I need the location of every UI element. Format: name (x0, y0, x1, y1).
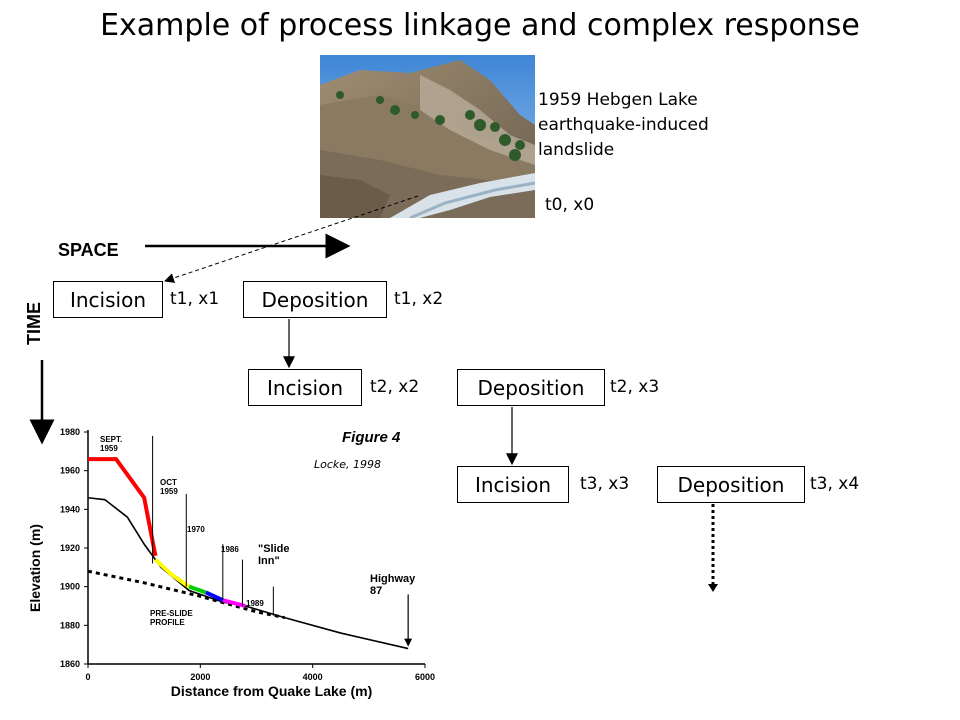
state-label: t2, x2 (370, 377, 420, 397)
space-axis-label: SPACE (58, 240, 119, 260)
highway-arrowhead (404, 638, 413, 647)
1970-overlay (188, 584, 207, 595)
y-tick-label: 1980 (60, 427, 80, 437)
x-tick-label: 0 (85, 672, 90, 682)
highway-87-label: 87 (370, 585, 382, 597)
y-tick-label: 1920 (60, 543, 80, 553)
x-tick-label: 2000 (190, 672, 210, 682)
figure-title: Figure 4 (342, 429, 401, 446)
y-tick-label: 1900 (60, 582, 80, 592)
incision-box: Incision (248, 369, 362, 406)
sept-1959-label: 1959 (100, 444, 118, 453)
oct-1959-label: 1959 (160, 487, 178, 496)
state-label: t1, x2 (394, 289, 444, 309)
incision-box: Incision (53, 281, 163, 318)
oct-1959-label: OCT (160, 478, 177, 487)
figure-citation: Locke, 1998 (314, 458, 381, 471)
slide-inn-label: "Slide (258, 543, 290, 555)
sept-1959-label: SEPT. (100, 435, 122, 444)
photo-caption: 1959 Hebgen Lake earthquake-induced land… (538, 88, 758, 163)
1986-overlay (205, 590, 224, 603)
preslide-profile-label: PRE-SLIDE (150, 609, 193, 618)
y-axis-title: Elevation (m) (27, 524, 43, 612)
1970-label: 1970 (187, 525, 205, 534)
caption-line: 1959 Hebgen Lake (538, 90, 698, 110)
slide-inn-label: Inn" (258, 555, 280, 567)
sept-1959-overlay (88, 457, 158, 557)
x-tick-label: 4000 (303, 672, 323, 682)
deposition-box: Deposition (243, 281, 387, 318)
preslide-profile-line (87, 569, 285, 620)
y-tick-label: 1940 (60, 504, 80, 514)
state-label: t1, x1 (170, 289, 220, 309)
incision-box: Incision (457, 466, 569, 503)
preslide-profile-label: PROFILE (150, 618, 185, 627)
photo-link-arrow (164, 195, 419, 283)
state-label: t3, x4 (810, 474, 860, 494)
y-tick-label: 1960 (60, 466, 80, 476)
1986-label: 1986 (221, 545, 239, 554)
caption-line: earthquake-induced (538, 115, 709, 135)
x-tick-label: 6000 (415, 672, 435, 682)
oct-1959-overlay (154, 558, 191, 589)
state-label-t0-x0: t0, x0 (545, 195, 595, 215)
caption-line: landslide (538, 140, 615, 160)
x-axis-title: Distance from Quake Lake (m) (171, 683, 373, 699)
y-tick-label: 1860 (60, 659, 80, 669)
page-title: Example of process linkage and complex r… (100, 8, 860, 43)
highway-87-label: Highway (370, 573, 416, 585)
1989-overlay (222, 598, 246, 608)
landslide-photo (320, 55, 535, 218)
y-tick-label: 1880 (60, 620, 80, 630)
1989-label: 1989 (246, 599, 264, 608)
state-label: t3, x3 (580, 474, 630, 494)
profile-line (87, 496, 409, 650)
deposition-box: Deposition (457, 369, 605, 406)
state-label: t2, x3 (610, 377, 660, 397)
deposition-box: Deposition (657, 466, 805, 503)
